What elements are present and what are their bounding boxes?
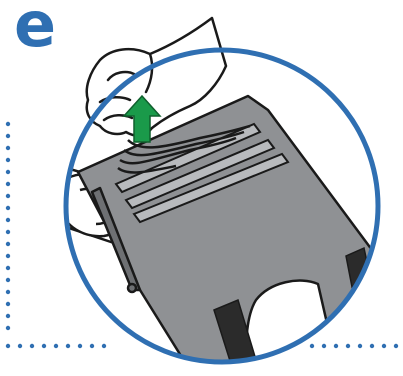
illustration	[0, 0, 403, 376]
